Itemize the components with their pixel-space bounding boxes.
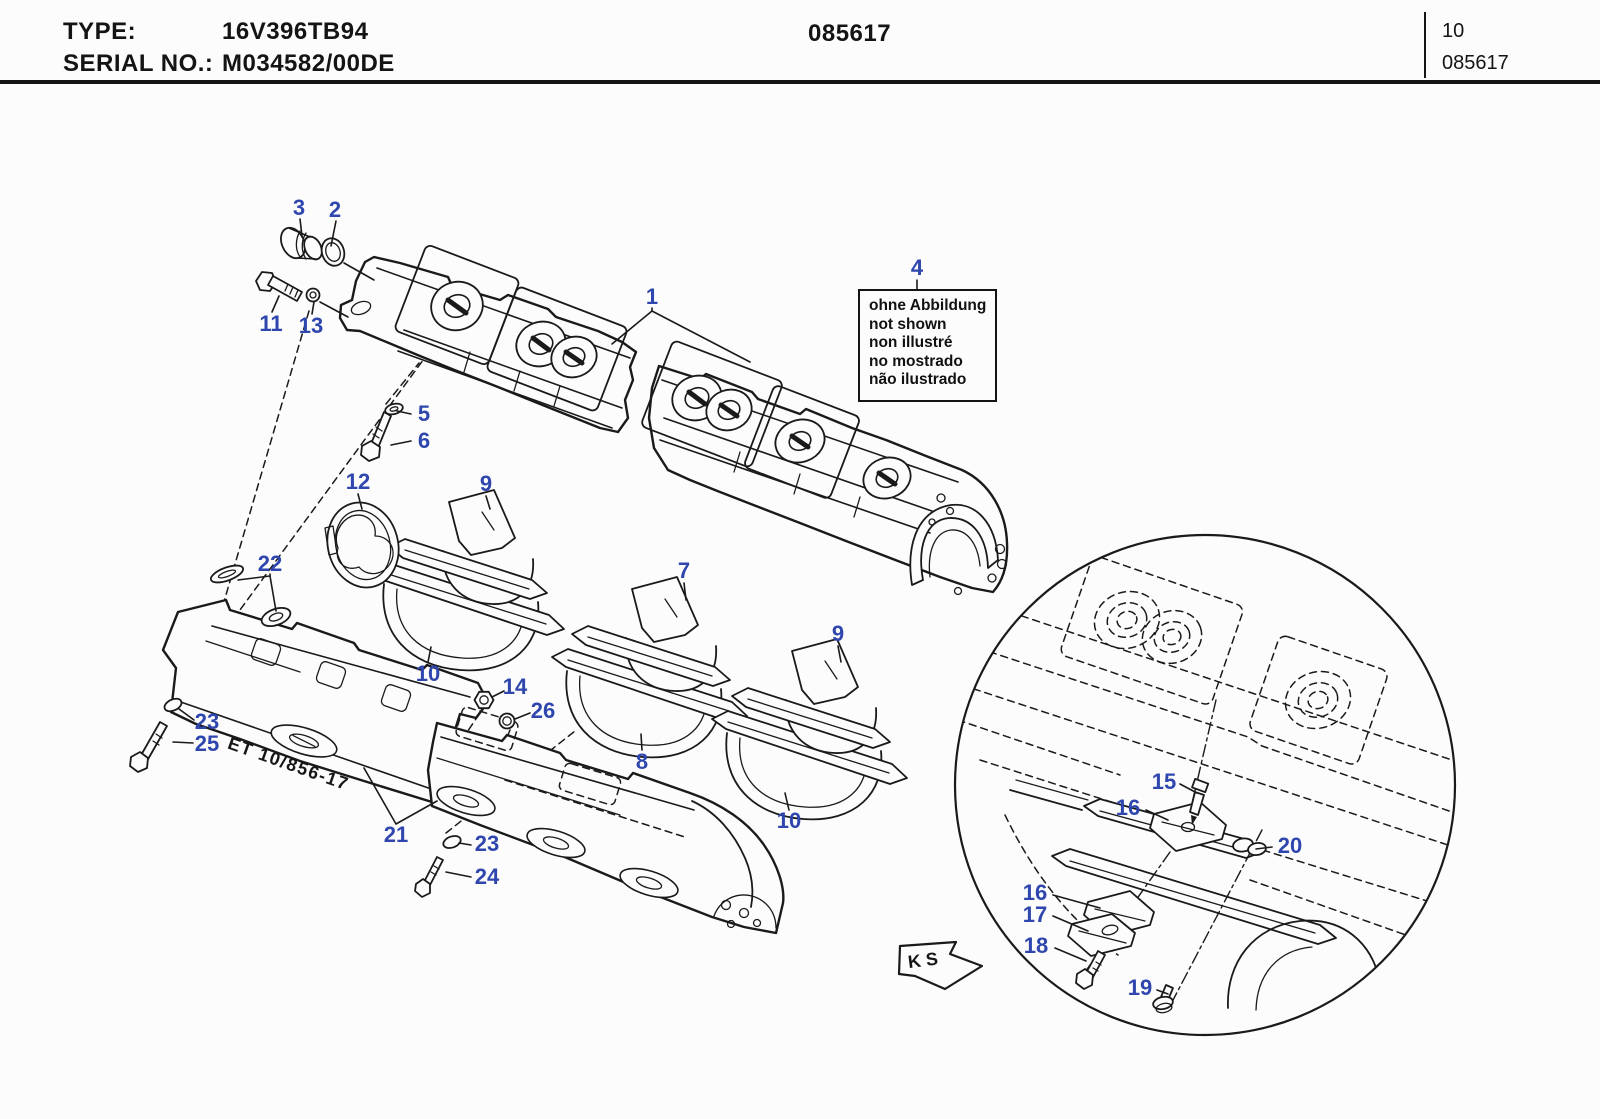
type-value: 16V396TB94 [222, 18, 369, 45]
nut-part-14 [473, 690, 495, 710]
callout-16-26: 16 [1022, 880, 1048, 905]
o-ring-part-2 [320, 237, 346, 267]
seal-part-23-right [442, 835, 462, 849]
detail-bosses [1093, 590, 1352, 730]
type-label: TYPE: [63, 18, 137, 45]
not-shown-line-en: not shown [869, 315, 947, 333]
callout-16-24: 16 [1115, 795, 1141, 820]
callout-leader-lines [172, 218, 1273, 995]
callout-1-4: 1 [645, 284, 659, 309]
callout-14-14: 14 [502, 674, 528, 699]
valve-cover-part-1 [338, 244, 1009, 596]
ks-marker-label: KS [906, 947, 945, 973]
not-shown-line-es: no mostrado [869, 352, 963, 370]
callout-23-16: 23 [194, 709, 220, 734]
callout-6-7: 6 [417, 428, 431, 453]
callout-9-9: 9 [479, 471, 493, 496]
callout-20-25: 20 [1277, 833, 1303, 858]
page-header: TYPE: 16V396TB94 SERIAL NO.: M034582/00D… [0, 0, 1600, 84]
serial-value: M034582/00DE [222, 50, 395, 77]
callout-25-17: 25 [194, 731, 220, 756]
callout-18-28: 18 [1023, 933, 1049, 958]
bolt-part-19 [1152, 984, 1174, 1014]
header-divider [1424, 12, 1426, 78]
callout-15-23: 15 [1151, 769, 1177, 794]
bolt-part-6 [360, 411, 392, 462]
callout-7-11: 7 [677, 558, 691, 583]
insulation-shell-group-left [368, 489, 565, 672]
page-document-number: 085617 [1442, 52, 1509, 74]
callout-13-3: 13 [298, 313, 324, 338]
callout-5-6: 5 [417, 401, 431, 426]
bolt-part-25 [129, 721, 168, 773]
not-shown-line-fr: non illustré [869, 334, 953, 351]
bolt-part-11 [255, 271, 303, 302]
seal-part-23-left [163, 697, 183, 713]
insulation-shell-group-middle [551, 576, 748, 759]
callout-19-29: 19 [1127, 975, 1153, 1000]
ring-part-26 [498, 712, 516, 730]
bolt-part-15 [1189, 778, 1210, 825]
callout-2-1: 2 [328, 197, 342, 222]
callout-10-19: 10 [776, 808, 802, 833]
plug-part-3 [280, 226, 323, 261]
insulation-shell-group-right [711, 638, 908, 821]
callout-4-5: 4 [910, 255, 924, 280]
callout-9-12: 9 [831, 621, 845, 646]
bolt-part-18 [1075, 950, 1106, 990]
document-number: 085617 [808, 20, 892, 47]
callout-17-27: 17 [1022, 902, 1048, 927]
heat-shield-part-21 [161, 598, 785, 935]
callout-8-18: 8 [635, 749, 649, 774]
callout-26-15: 26 [530, 698, 556, 723]
not-shown-line-pt: não ilustrado [869, 371, 967, 388]
seal-part-22 [209, 564, 292, 628]
callout-10-13: 10 [415, 661, 441, 686]
cover-bosses [430, 280, 912, 500]
serial-label: SERIAL NO.: [63, 50, 214, 77]
callout-3-0: 3 [292, 195, 306, 220]
fasteners-and-seals [129, 226, 516, 898]
callout-24-22: 24 [474, 864, 500, 889]
callout-22-10: 22 [257, 551, 283, 576]
not-shown-note-box: ohne Abbildung not shown non illustré no… [858, 289, 997, 402]
detail-circle-view [953, 533, 1457, 1037]
not-shown-line-de: ohne Abbildung [869, 297, 987, 314]
bolt-part-24 [414, 856, 444, 898]
callout-23-21: 23 [474, 831, 500, 856]
callout-12-8: 12 [345, 469, 371, 494]
washer-part-13 [305, 287, 321, 303]
ks-detail-arrow [897, 940, 984, 991]
callout-11-2: 11 [259, 311, 283, 336]
page-number: 10 [1442, 20, 1465, 42]
callout-21-20: 21 [383, 822, 409, 847]
gasket-part-12 [324, 501, 400, 589]
